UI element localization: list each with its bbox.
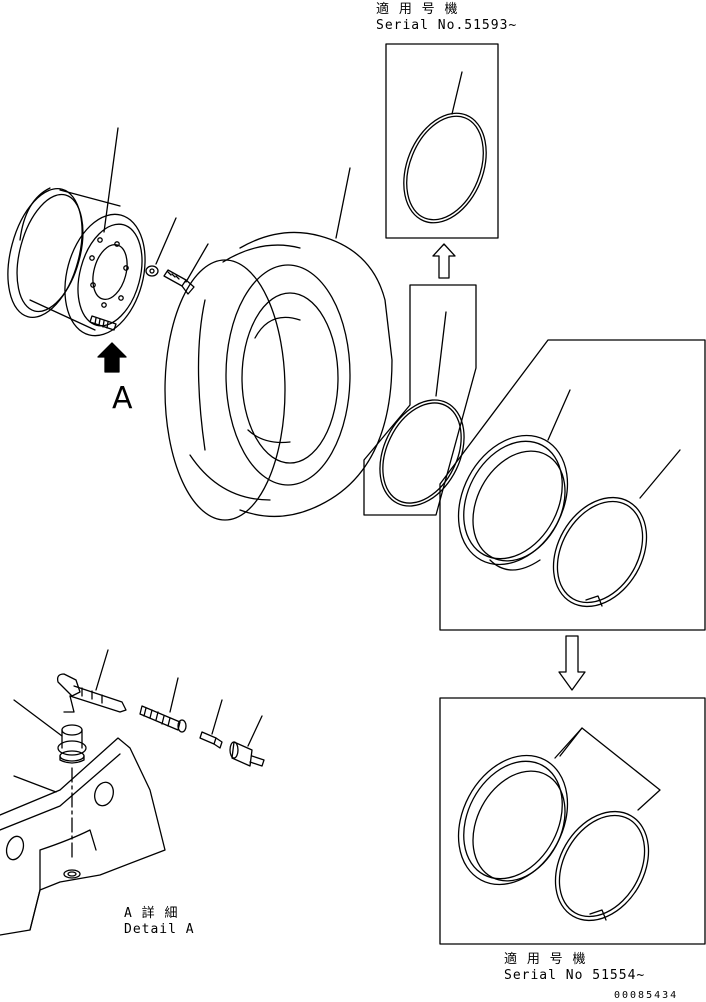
tire[interactable] [164, 231, 393, 521]
bolt[interactable] [163, 269, 195, 295]
leader-line [247, 715, 263, 747]
valve-extension[interactable] [139, 705, 187, 733]
view-arrow-icon [97, 342, 127, 373]
grommet[interactable] [57, 724, 87, 764]
view-a-label: A [112, 381, 133, 416]
lock-ring-box-bottom [439, 697, 706, 945]
lock-ring-bottom[interactable] [537, 795, 668, 937]
leader-line [185, 243, 209, 283]
valve-core[interactable] [199, 731, 223, 749]
leader-line [547, 389, 571, 441]
arrow-down-icon [558, 635, 586, 691]
stud-bolt[interactable] [89, 315, 117, 331]
washer[interactable] [145, 265, 159, 277]
serial-bottom-jp-label: 適 用 号 機 [504, 952, 587, 967]
leader-line [95, 649, 109, 691]
o-ring-box-middle [363, 284, 477, 516]
side-ring[interactable] [437, 416, 589, 583]
leader-line [559, 727, 583, 757]
leader-line [169, 677, 179, 713]
side-ring-bottom[interactable] [437, 736, 589, 903]
lock-ring[interactable] [535, 481, 666, 623]
detail-en-label: Detail A [124, 922, 195, 937]
serial-top-label: Serial No.51593~ [376, 18, 518, 33]
lock-ring-box [439, 339, 706, 631]
leader-line [639, 449, 681, 499]
detail-jp-label: A 詳 細 [124, 906, 179, 921]
leader-line [13, 775, 57, 793]
leader-line [211, 699, 223, 735]
leader-line [554, 727, 661, 811]
leader-line [335, 167, 351, 239]
serial-bottom-label: Serial No 51554~ [504, 968, 646, 983]
leader-line [451, 71, 463, 115]
document-id: 00085434 [614, 990, 679, 1001]
leader-line [13, 699, 63, 737]
arrow-up-icon [432, 243, 456, 279]
serial-top-jp-label: 適 用 号 機 [376, 2, 459, 17]
valve-elbow[interactable] [56, 673, 127, 713]
o-ring-box-top [385, 43, 499, 239]
valve-cap[interactable] [229, 741, 265, 767]
leader-line [103, 127, 119, 233]
o-ring-middle[interactable] [363, 386, 480, 520]
o-ring-top[interactable] [388, 101, 501, 235]
rim-section [0, 737, 166, 936]
leader-line [435, 311, 447, 397]
wheel-rim[interactable] [0, 180, 158, 344]
leader-line [155, 217, 177, 265]
